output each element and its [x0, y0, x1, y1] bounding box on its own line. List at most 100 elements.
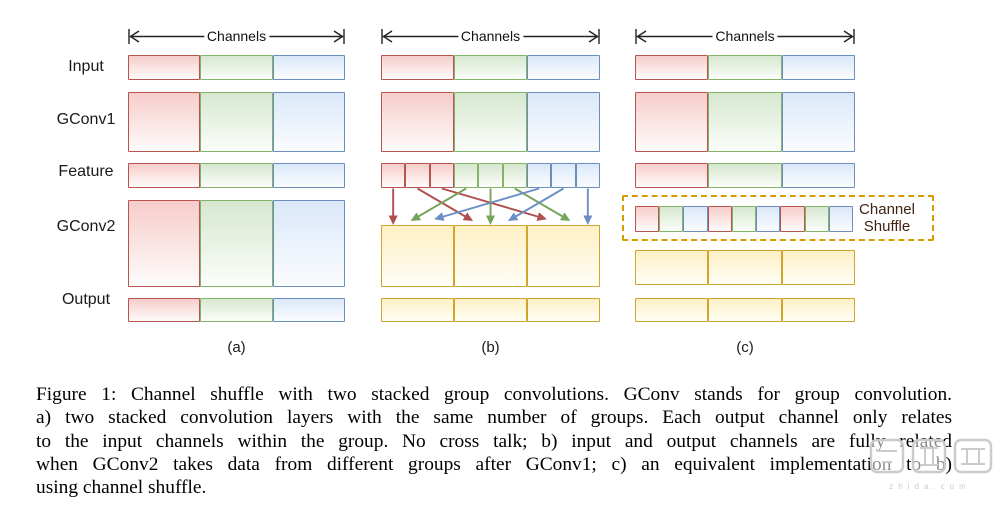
row-label-feature: Feature: [58, 163, 114, 180]
channel-cell-red: [635, 92, 709, 152]
input-row: [128, 55, 345, 80]
channels-measure-a: Channels: [128, 28, 345, 45]
channel-cell-green: [708, 55, 782, 80]
channel-cell-green: [454, 55, 527, 80]
channel-cell-blue: [527, 92, 600, 152]
gconv1-row: [128, 92, 345, 152]
output-row: [381, 298, 600, 322]
channel-cell-yellow: [381, 298, 454, 322]
channel-cell-blue: [526, 163, 552, 188]
channel-cell-yellow: [454, 298, 527, 322]
channel-cell-yellow: [454, 225, 527, 287]
caption-line: to the input channels within the group. …: [36, 430, 952, 452]
channel-cell-yellow: [527, 225, 600, 287]
output-row: [635, 298, 855, 322]
channel-cell-red: [429, 163, 454, 188]
channels-measure-c: Channels: [635, 28, 855, 45]
row-label-output: Output: [61, 291, 111, 308]
channel-cell-blue: [683, 206, 708, 232]
channel-cell-blue: [828, 206, 853, 232]
channel-cell-blue: [272, 92, 345, 152]
caption-line: when GConv2 takes data from different gr…: [36, 453, 952, 475]
channel-cell-green: [708, 163, 782, 188]
panel-b: Channels (b): [381, 0, 600, 370]
channel-cell-red: [128, 298, 201, 322]
feature-row: [635, 163, 855, 188]
panel-letter-c: (c): [736, 339, 754, 356]
channel-cell-green: [453, 163, 479, 188]
channel-cell-green: [804, 206, 829, 232]
channel-cell-red: [381, 55, 454, 80]
channel-cell-red: [780, 206, 805, 232]
channel-cell-yellow: [781, 250, 855, 285]
channel-cell-blue: [272, 55, 345, 80]
channel-cell-green: [478, 163, 503, 188]
channels-measure-b: Channels: [381, 28, 600, 45]
panel-a: Channels (a): [128, 0, 345, 370]
channels-label: Channels: [457, 28, 524, 44]
output-row: [128, 298, 345, 322]
gconv2-row: [381, 225, 600, 287]
gconv2-row: [635, 250, 855, 285]
channel-cell-red: [635, 206, 660, 232]
gconv1-row: [381, 92, 600, 152]
channel-cell-yellow: [708, 298, 782, 322]
channel-cell-green: [502, 163, 527, 188]
row-label-gconv1: GConv1: [56, 111, 116, 128]
channel-cell-green: [454, 92, 527, 152]
channel-cell-blue: [272, 298, 345, 322]
panel-c: Channels Channel Shuffle (c): [622, 0, 934, 370]
feature-row-split: [381, 163, 600, 188]
figure-caption: Figure 1: Channel shuffle with two stack…: [36, 383, 952, 499]
row-label-input: Input: [68, 58, 104, 75]
channel-cell-yellow: [527, 298, 600, 322]
channel-cell-blue: [272, 163, 345, 188]
channel-cell-green: [200, 200, 273, 287]
channel-cell-green: [200, 298, 273, 322]
channels-label: Channels: [203, 28, 270, 44]
channel-cell-green: [708, 92, 782, 152]
channel-cell-blue: [756, 206, 781, 232]
channel-cell-blue: [575, 163, 600, 188]
channel-cell-red: [128, 92, 201, 152]
channel-cell-blue: [781, 163, 855, 188]
channel-cell-red: [381, 163, 406, 188]
channel-cell-yellow: [635, 298, 709, 322]
caption-line: Figure 1: Channel shuffle with two stack…: [36, 384, 952, 405]
channel-cell-red: [405, 163, 430, 188]
channel-cell-red: [707, 206, 732, 232]
channel-cell-red: [128, 55, 201, 80]
channel-cell-blue: [781, 55, 855, 80]
channel-cell-green: [731, 206, 757, 232]
input-row: [381, 55, 600, 80]
channel-cell-yellow: [781, 298, 855, 322]
channel-cell-red: [635, 163, 709, 188]
caption-line: using channel shuffle.: [36, 477, 207, 499]
channel-cell-red: [381, 92, 454, 152]
gconv1-row: [635, 92, 855, 152]
channel-cell-yellow: [635, 250, 709, 285]
channel-cell-yellow: [381, 225, 454, 287]
row-label-gconv2: GConv2: [56, 218, 116, 235]
channel-cell-green: [200, 55, 273, 80]
shuffled-row: [635, 206, 853, 232]
panel-letter-b: (b): [481, 339, 500, 356]
channel-cell-yellow: [708, 250, 782, 285]
channel-cell-green: [659, 206, 684, 232]
feature-row: [128, 163, 345, 188]
channel-cell-blue: [781, 92, 855, 152]
channel-shuffle-box: Channel Shuffle: [622, 195, 934, 241]
panel-letter-a: (a): [227, 339, 246, 356]
caption-line: a) two stacked convolution layers with t…: [36, 407, 952, 429]
channel-cell-blue: [272, 200, 345, 287]
channel-cell-green: [200, 163, 273, 188]
channels-label: Channels: [712, 28, 778, 44]
channel-cell-blue: [527, 55, 600, 80]
channel-cell-red: [128, 200, 201, 287]
channel-cell-red: [128, 163, 201, 188]
gconv2-row: [128, 200, 345, 287]
channel-cell-green: [200, 92, 273, 152]
channel-shuffle-label: Channel Shuffle: [859, 201, 915, 235]
channel-cell-blue: [551, 163, 576, 188]
